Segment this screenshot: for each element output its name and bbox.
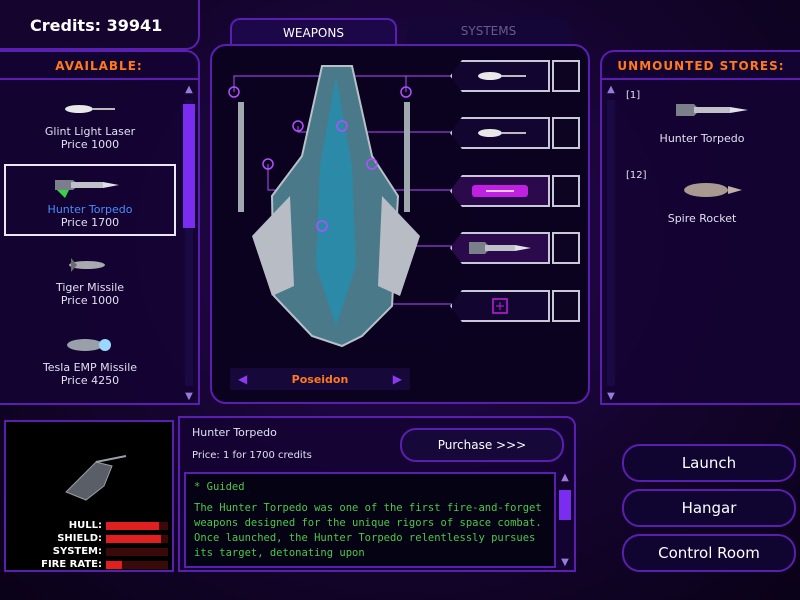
stat-shield: SHIELD: [10,533,170,545]
weapon-item-glint-light-laser[interactable]: Glint Light Laser Price 1000 [4,92,176,164]
unmounted-scrollbar[interactable]: ▲ ▼ [604,84,618,402]
available-panel: AVAILABLE: Glint Light Laser Price 1000 … [0,50,200,405]
credits-display: Credits: 39941 [0,0,200,50]
torpedo-icon [469,242,531,254]
control-room-button[interactable]: Control Room [622,534,796,572]
scroll-up-icon[interactable]: ▲ [607,84,615,95]
weapon-name: Tesla EMP Missile [42,361,138,374]
scroll-down-icon[interactable]: ▼ [561,557,569,568]
scroll-up-icon[interactable]: ▲ [561,472,569,483]
mount-slot-3[interactable] [450,175,580,207]
ship-next-icon[interactable]: ▶ [392,372,402,386]
weapon-price: Price 1000 [60,294,120,307]
empty-slot-icon [492,298,508,314]
stat-bar [106,522,168,530]
weapon-item-hunter-torpedo[interactable]: Hunter Torpedo Price 1700 [4,164,176,236]
laser-icon [65,105,115,113]
info-weapon-name: Hunter Torpedo [192,426,277,439]
tab-systems[interactable]: SYSTEMS [407,18,570,44]
ship-diagram [228,65,452,348]
weapon-name: Tiger Missile [55,281,125,294]
desc-tag: * Guided [194,481,245,493]
store-name: Hunter Torpedo [659,132,745,145]
selected-slot-icon [472,185,528,197]
weapon-preview-panel: HULL: SHIELD: SYSTEM: FIRE RATE: [4,420,174,572]
ship-prev-icon[interactable]: ◀ [238,372,248,386]
launch-button[interactable]: Launch [622,444,796,482]
purchase-button[interactable]: Purchase >>> [400,428,564,462]
weapon-info-panel: Hunter Torpedo Price: 1 for 1700 credits… [178,416,576,572]
weapon-price: Price 1000 [60,138,120,151]
available-scrollbar[interactable]: ▲ ▼ [182,84,196,402]
weapon-price: Price 4250 [60,374,120,387]
scroll-thumb[interactable] [183,104,195,228]
unmounted-stores-panel: UNMOUNTED STORES: [1] Hunter Torpedo [12… [600,50,800,405]
store-qty: [1] [626,90,641,101]
stat-fire-rate: FIRE RATE: [10,559,170,571]
stat-bar [106,548,168,556]
store-name: Spire Rocket [667,212,737,225]
weapon-description: * Guided The Hunter Torpedo was one of t… [184,472,556,568]
torpedo-icon [676,104,748,116]
desc-body: The Hunter Torpedo was one of the first … [194,502,542,559]
ship-name: Poseidon [291,372,349,386]
store-qty: [12] [626,170,647,181]
weapon-item-tesla-emp-missile[interactable]: Tesla EMP Missile Price 4250 [4,328,176,400]
stat-hull: HULL: [10,520,170,532]
laser-icon [478,72,526,80]
emp-missile-icon [67,339,111,351]
mount-slot-2[interactable] [450,117,580,149]
info-price: Price: 1 for 1700 credits [192,450,312,461]
stat-bar [106,535,168,543]
tab-weapons[interactable]: WEAPONS [230,18,397,44]
desc-scrollbar[interactable]: ▲ ▼ [558,472,572,568]
rocket-icon [684,183,742,197]
scroll-thumb[interactable] [559,490,571,520]
ship-loadout-panel: ◀ Poseidon ▶ [210,44,590,404]
store-item-hunter-torpedo[interactable]: [1] Hunter Torpedo [622,90,800,160]
mount-slot-5[interactable] [450,290,580,322]
scroll-down-icon[interactable]: ▼ [607,391,615,402]
weapon-name: Hunter Torpedo [47,203,133,216]
missile-icon [69,258,105,272]
mount-slot-1[interactable] [450,60,580,92]
weapon-preview-image [65,455,127,501]
hangar-button[interactable]: Hangar [622,489,796,527]
scroll-up-icon[interactable]: ▲ [185,84,193,95]
weapon-price: Price 1700 [60,216,120,229]
mount-slot-4[interactable] [450,232,580,264]
unmounted-title: UNMOUNTED STORES: [602,52,800,80]
store-item-spire-rocket[interactable]: [12] Spire Rocket [622,170,800,240]
scroll-down-icon[interactable]: ▼ [185,391,193,402]
laser-icon [478,129,526,137]
available-title: AVAILABLE: [0,52,198,80]
tab-bar: WEAPONS SYSTEMS [230,18,570,44]
torpedo-icon [55,180,119,198]
stat-system: SYSTEM: [10,546,170,558]
weapon-item-tiger-missile[interactable]: Tiger Missile Price 1000 [4,248,176,320]
ship-selector: ◀ Poseidon ▶ [230,368,410,390]
stat-bar [106,561,168,569]
weapon-name: Glint Light Laser [44,125,136,138]
